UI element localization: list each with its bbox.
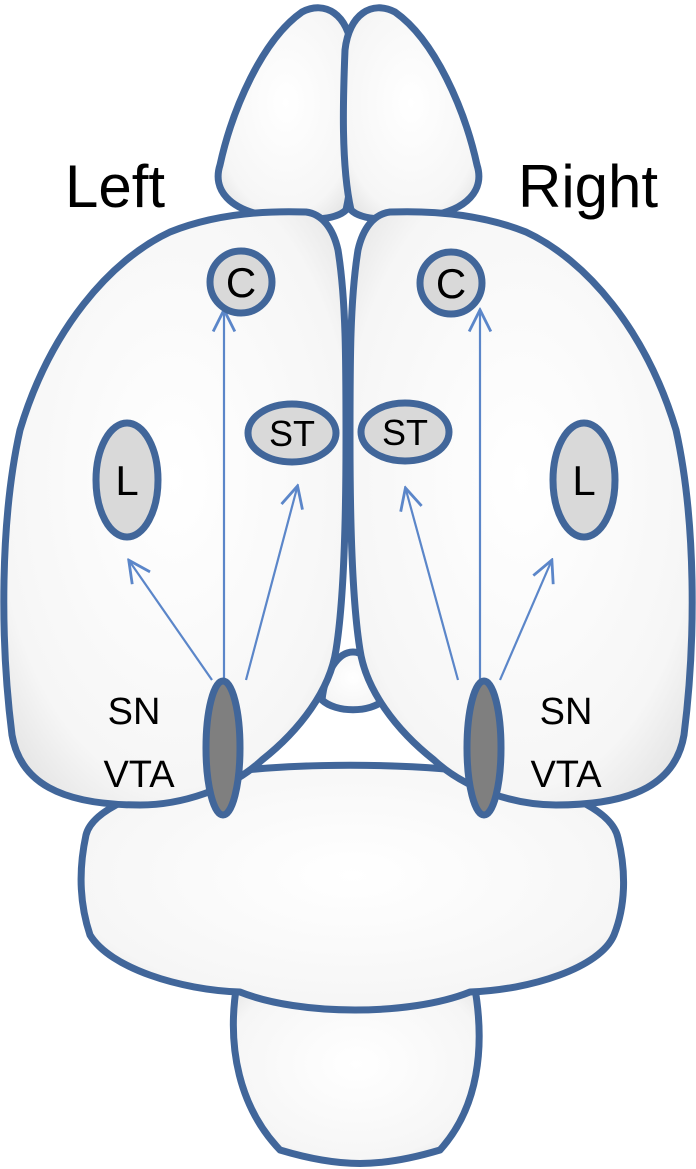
projection-arrow-left-limbic [130, 562, 213, 681]
region-right-cortex-label: C [436, 260, 466, 307]
region-left-cortex: C [206, 247, 276, 317]
nucleus-left-sn-vta [202, 677, 244, 819]
label-left-vta: VTA [103, 754, 175, 796]
region-right-striatum: ST [357, 399, 453, 465]
projection-arrow-right-limbic [498, 562, 551, 681]
hemisphere-right [346, 208, 696, 809]
projection-arrow-left-striatum [244, 488, 297, 681]
label-left-sn: SN [108, 691, 161, 733]
label-right-vta: VTA [530, 754, 602, 796]
region-left-cortex-label: C [226, 259, 256, 306]
region-left-limbic: L [92, 419, 162, 541]
olfactory-bulb-left [214, 4, 358, 223]
olfactory-bulb-right [339, 4, 483, 223]
region-right-striatum-label: ST [382, 412, 428, 453]
cerebellum [229, 979, 483, 1167]
region-left-striatum-label: ST [269, 413, 315, 454]
label-right-sn: SN [540, 691, 593, 733]
title-right: Right [518, 153, 658, 220]
region-right-limbic-label: L [572, 457, 595, 504]
nucleus-right-sn-vta [463, 677, 505, 819]
region-left-striatum: ST [244, 400, 340, 466]
projection-arrow-right-striatum [406, 490, 460, 681]
region-right-cortex: C [416, 248, 486, 318]
region-right-limbic: L [549, 419, 619, 541]
hemisphere-left [0, 208, 350, 809]
title-left: Left [65, 153, 165, 220]
region-left-limbic-label: L [115, 457, 138, 504]
